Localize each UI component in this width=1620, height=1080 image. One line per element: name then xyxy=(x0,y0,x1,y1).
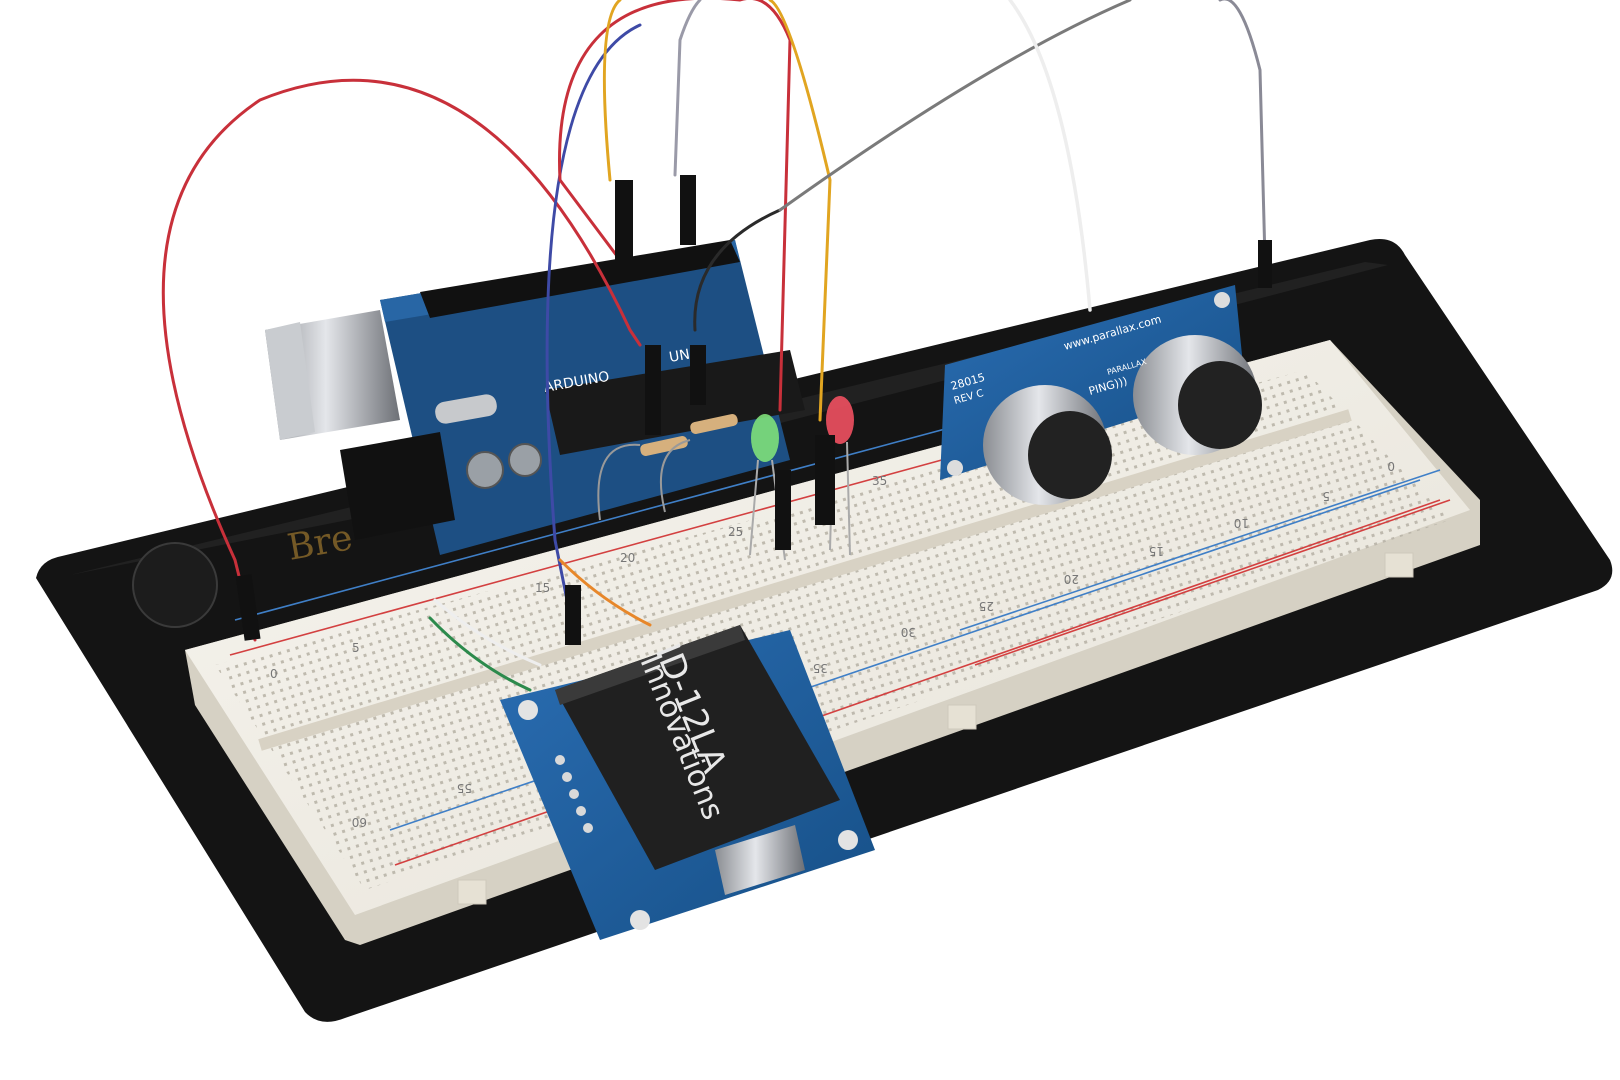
bb-num-35: 35 xyxy=(872,474,887,488)
bb-num-right-15: 15 xyxy=(1149,544,1164,558)
breadboard: 20 25 35 15 0 5 10 15 20 25 30 0 5 35 55… xyxy=(185,340,1480,945)
ping-ultrasonic-sensor: www.parallax.com 28015 REV C PARALLAX PI… xyxy=(940,285,1262,505)
bb-num-right-10: 10 xyxy=(1234,516,1249,530)
arduino-uno-board: ARDUINO UNO xyxy=(265,240,805,555)
bb-num-20: 20 xyxy=(620,551,635,565)
bb-num-25: 25 xyxy=(728,525,743,539)
bb-num-right-25: 25 xyxy=(979,599,994,613)
bb-num-right-30: 30 xyxy=(901,625,916,639)
power-jack xyxy=(340,432,455,540)
bb-num-right-20: 20 xyxy=(1064,572,1079,586)
rfid-module: ID-12LA Innovations xyxy=(500,625,875,940)
resistors xyxy=(597,414,738,521)
bb-num-right-5: 5 xyxy=(1322,489,1330,503)
bb-num-15: 15 xyxy=(535,581,550,595)
bb-num-right-0: 0 xyxy=(1387,459,1395,473)
bb-num-low-60: 60 xyxy=(352,815,367,829)
bb-num-low-0: 0 xyxy=(270,667,278,681)
bb-num-low-35: 35 xyxy=(813,661,828,675)
microcontroller-chip xyxy=(545,350,805,455)
bb-num-low-5: 5 xyxy=(352,641,360,655)
bb-num-low-55: 55 xyxy=(457,781,472,795)
buzzer xyxy=(132,542,218,628)
jumper-wires xyxy=(161,0,1272,692)
mini-usb-port xyxy=(715,825,805,895)
